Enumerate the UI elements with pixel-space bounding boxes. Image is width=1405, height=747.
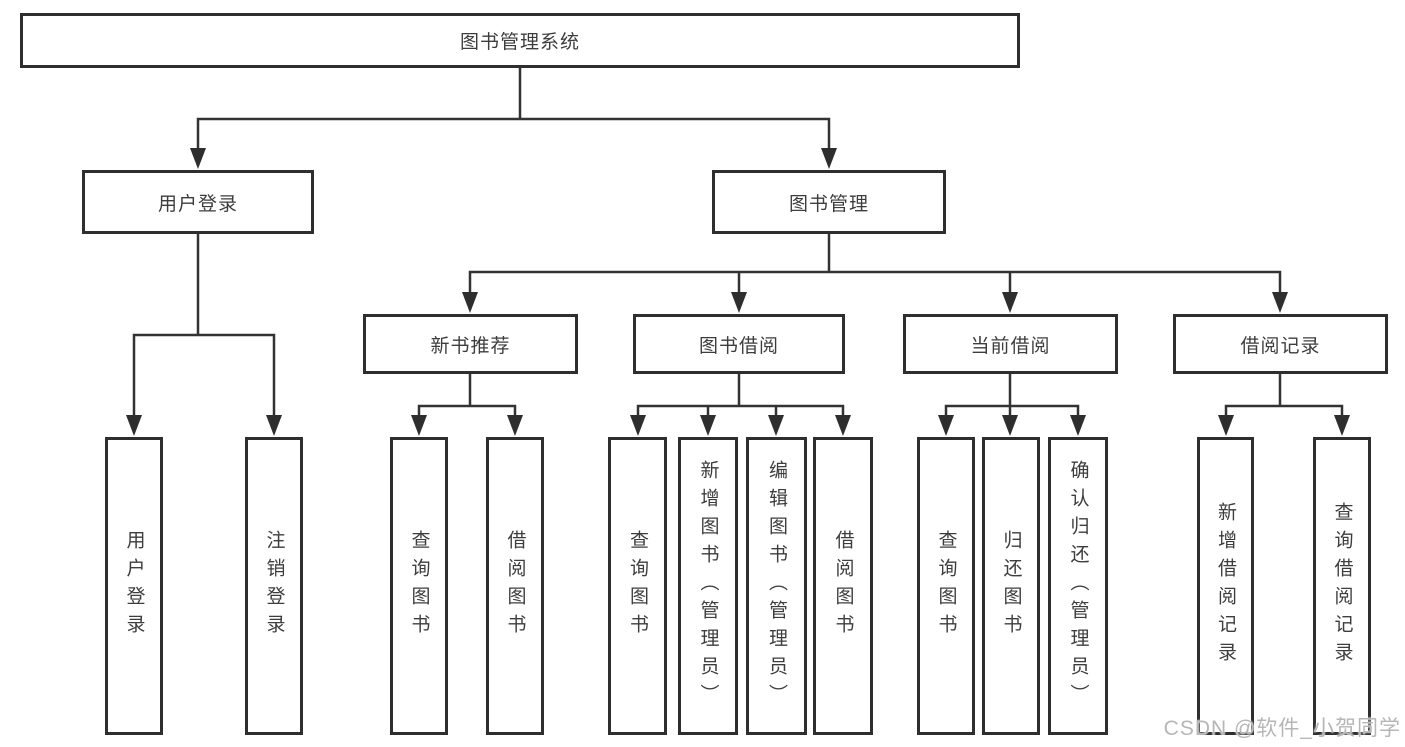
arrowhead <box>768 415 784 436</box>
connector-book-borrow <box>636 374 845 418</box>
connector-user-login <box>132 234 276 418</box>
arrowhead <box>1070 415 1086 436</box>
arrowhead <box>126 415 142 436</box>
leaf-borrow-books-recommend: 借阅图书 <box>486 437 544 735</box>
arrowhead <box>411 415 427 436</box>
arrowhead <box>1218 415 1234 436</box>
leaf-edit-books-admin: 编辑图书（管理员） <box>746 437 807 735</box>
leaf-borrow-books: 借阅图书 <box>813 437 873 735</box>
arrowhead <box>821 148 837 169</box>
arrowhead <box>731 292 747 313</box>
arrowhead <box>1334 415 1350 436</box>
leaf-label: 新增借阅记录 <box>1215 502 1236 670</box>
leaf-label: 归还图书 <box>1000 530 1022 642</box>
connector-borrow-records <box>1224 374 1344 418</box>
node-root: 图书管理系统 <box>20 13 1020 68</box>
leaf-label: 查询借阅记录 <box>1331 502 1353 670</box>
arrowhead <box>630 415 646 436</box>
node-current-borrow: 当前借阅 <box>903 314 1118 374</box>
arrowhead <box>938 415 954 436</box>
arrowhead <box>462 292 478 313</box>
leaf-query-books-current: 查询图书 <box>917 437 975 735</box>
node-user-login: 用户登录 <box>82 170 314 234</box>
arrowhead <box>700 415 716 436</box>
leaf-user-login: 用户登录 <box>105 437 163 735</box>
leaf-label: 新增图书（管理员） <box>697 460 719 712</box>
leaf-label: 借阅图书 <box>504 530 526 642</box>
leaf-logout: 注销登录 <box>245 437 303 735</box>
leaf-query-books-recommend: 查询图书 <box>390 437 448 735</box>
leaf-label: 查询图书 <box>935 530 957 642</box>
arrowhead <box>1002 415 1018 436</box>
connector-current-borrow <box>944 374 1080 418</box>
leaf-label: 编辑图书（管理员） <box>766 460 787 712</box>
arrowhead <box>507 415 523 436</box>
leaf-label: 借阅图书 <box>832 530 854 642</box>
leaf-label: 确认归还（管理员） <box>1067 460 1089 712</box>
leaf-label: 查询图书 <box>627 530 648 642</box>
leaf-label: 注销登录 <box>263 530 285 642</box>
node-book-borrow: 图书借阅 <box>633 314 845 374</box>
watermark: CSDN @软件_小贺同学 <box>1163 717 1401 740</box>
leaf-confirm-return-admin: 确认归还（管理员） <box>1048 437 1108 735</box>
arrowhead <box>1002 292 1018 313</box>
node-borrow-records: 借阅记录 <box>1173 314 1388 374</box>
connector-root <box>196 68 831 150</box>
leaf-label: 用户登录 <box>123 530 145 642</box>
leaf-add-books-admin: 新增图书（管理员） <box>678 437 738 735</box>
leaf-query-borrow-record: 查询借阅记录 <box>1313 437 1371 735</box>
node-book-management: 图书管理 <box>712 170 946 234</box>
arrowhead <box>1272 292 1288 313</box>
connector-new-book-recommend <box>417 374 517 418</box>
arrowhead <box>190 148 206 169</box>
node-new-book-recommend: 新书推荐 <box>363 314 578 374</box>
arrowhead <box>266 415 282 436</box>
connector-book-management <box>468 234 1282 294</box>
arrowhead <box>835 415 851 436</box>
leaf-add-borrow-record: 新增借阅记录 <box>1197 437 1254 735</box>
leaf-return-books: 归还图书 <box>982 437 1040 735</box>
leaf-query-books-borrow: 查询图书 <box>608 437 667 735</box>
leaf-label: 查询图书 <box>408 530 430 642</box>
